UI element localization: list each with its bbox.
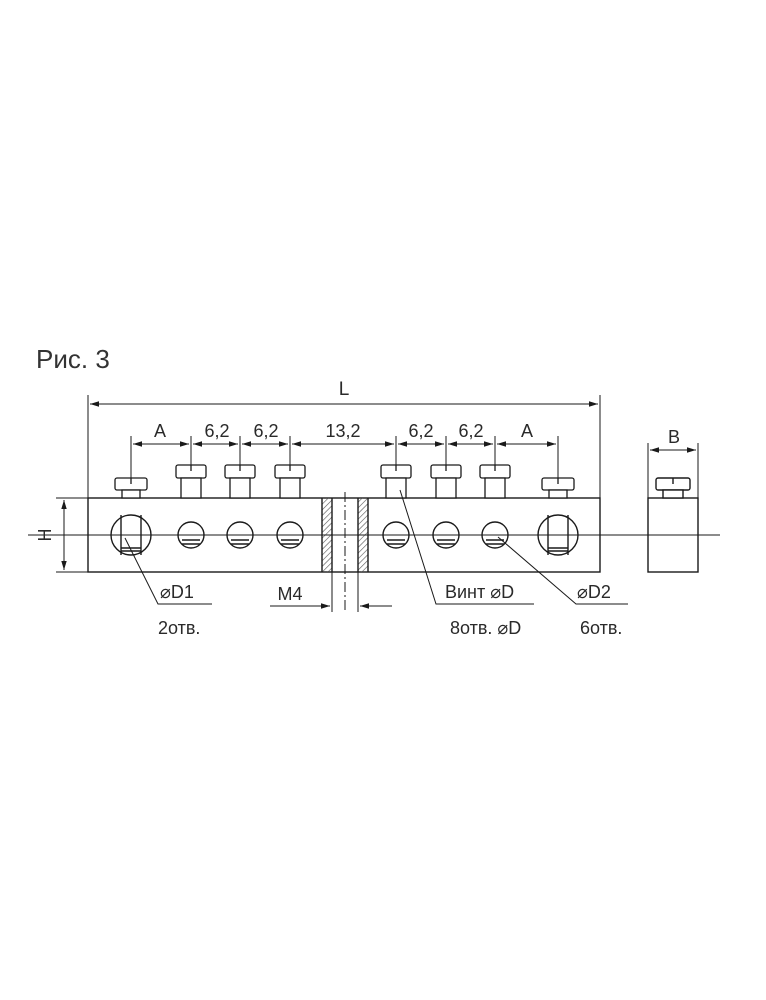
dim-chain [130, 436, 559, 478]
callout-d1-label: ⌀D1 [160, 582, 194, 602]
dim-m4 [270, 572, 392, 612]
dim-width [647, 443, 699, 498]
label-M4: M4 [277, 584, 302, 604]
bus-bar-side-view [647, 477, 699, 573]
dim-height [56, 497, 88, 573]
label-A-left: A [154, 421, 166, 441]
label-H: H [35, 529, 55, 542]
screw-4 [380, 464, 412, 499]
label-pitch-4: 6,2 [458, 421, 483, 441]
callout-screw-count: 8отв. ⌀D [450, 618, 521, 638]
label-A-right: A [521, 421, 533, 441]
screw-5 [430, 464, 462, 499]
dim-overall-length [87, 395, 601, 498]
label-L: L [339, 379, 350, 400]
callout-screw-label: Винт ⌀D [445, 582, 514, 602]
screw-end-right [541, 477, 575, 499]
figure-title: Рис. 3 [36, 344, 110, 374]
screw-2 [224, 464, 256, 499]
callout-d2-count: 6отв. [580, 618, 622, 638]
label-center-gap: 13,2 [325, 421, 360, 441]
screws [114, 464, 575, 499]
callout-d1-count: 2отв. [158, 618, 200, 638]
callout-d2-label: ⌀D2 [577, 582, 611, 602]
label-pitch-3: 6,2 [408, 421, 433, 441]
label-pitch-2: 6,2 [253, 421, 278, 441]
screw-end-left [114, 477, 148, 499]
callout-leaders [124, 489, 628, 605]
label-pitch-1: 6,2 [204, 421, 229, 441]
screw-1 [175, 464, 207, 499]
m4-thread-section [321, 492, 369, 612]
screw-6 [479, 464, 511, 499]
label-B: B [668, 427, 680, 447]
screw-3 [274, 464, 306, 499]
